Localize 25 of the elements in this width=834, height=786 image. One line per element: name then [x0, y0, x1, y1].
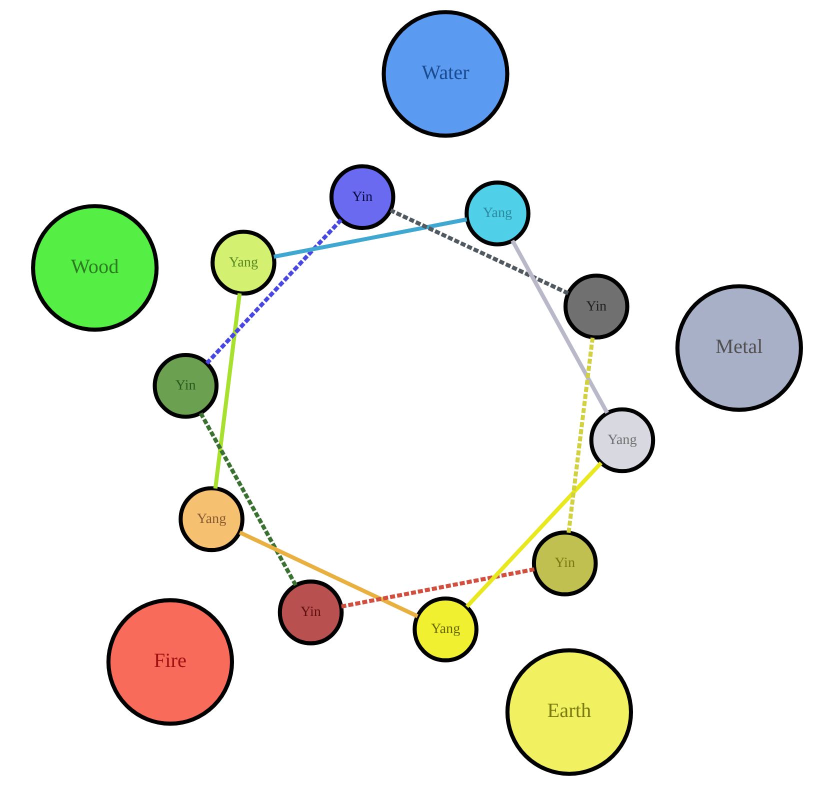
connector [566, 337, 595, 533]
connector [273, 217, 468, 259]
node-circle: Yang [464, 180, 530, 246]
node-circle: Yin [329, 164, 396, 230]
node-circle: Yang [178, 486, 244, 552]
connector [238, 530, 418, 618]
node-circle: Yang [589, 407, 656, 474]
node-circle: Yin [532, 530, 598, 596]
connector [198, 412, 298, 586]
connector [341, 567, 535, 608]
connector [213, 293, 242, 489]
node-circle: Yin [278, 580, 344, 646]
connector [465, 461, 603, 608]
connector [205, 218, 343, 365]
connector [390, 208, 570, 296]
node-circle: Metal [675, 284, 803, 412]
node-circle: Fire [106, 598, 234, 726]
node-circle: Earth [505, 648, 634, 776]
node-circle: Yin [564, 274, 630, 340]
node-circle: Yin [152, 352, 219, 419]
node-circle: Water [382, 10, 510, 138]
connector [510, 240, 609, 414]
node-circle: Yang [210, 230, 276, 296]
node-circle: Yang [412, 596, 478, 662]
node-circle: Wood [31, 204, 159, 332]
